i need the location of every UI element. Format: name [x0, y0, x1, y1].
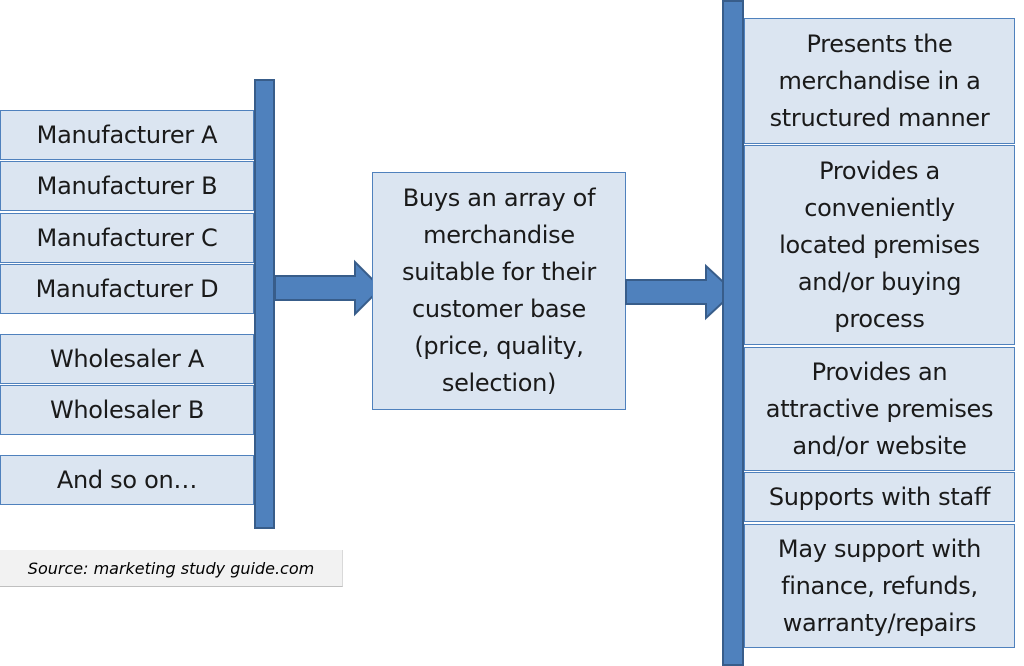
right-arrow-icon — [274, 259, 383, 317]
retailer-function-box: Buys an array of merchandise suitable fo… — [372, 172, 626, 410]
supplier-box-manufacturer-c: Manufacturer C — [0, 213, 254, 263]
value-box-finance-refunds: May support with finance, refunds, warra… — [744, 524, 1015, 648]
right-arrow-icon — [625, 263, 736, 321]
supplier-box-manufacturer-d: Manufacturer D — [0, 264, 254, 314]
supplier-box-manufacturer-b: Manufacturer B — [0, 161, 254, 211]
source-caption: Source: marketing study guide.com — [0, 550, 343, 587]
value-box-presents-merchandise: Presents the merchandise in a structured… — [744, 18, 1015, 144]
value-box-supports-staff: Supports with staff — [744, 472, 1015, 522]
value-box-convenient-premises: Provides a conveniently located premises… — [744, 145, 1015, 345]
value-added-bar — [722, 0, 744, 666]
value-box-attractive-premises: Provides an attractive premises and/or w… — [744, 347, 1015, 471]
supplier-box-wholesaler-a: Wholesaler A — [0, 334, 254, 384]
supplier-collector-bar — [254, 79, 275, 529]
supplier-box-and-so-on: And so on… — [0, 455, 254, 505]
supplier-box-manufacturer-a: Manufacturer A — [0, 110, 254, 160]
supplier-box-wholesaler-b: Wholesaler B — [0, 385, 254, 435]
